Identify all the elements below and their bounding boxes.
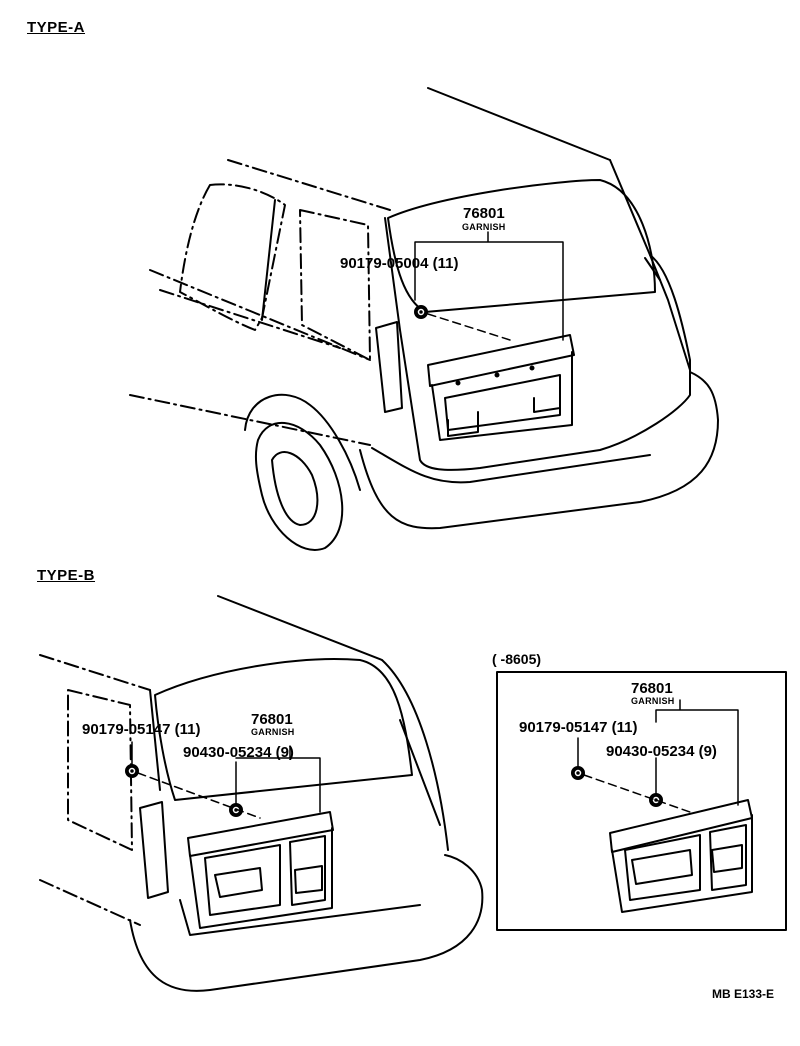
type-b-vehicle-drawing — [39, 595, 484, 992]
type-b-heading: TYPE-B — [37, 567, 96, 584]
type-b-nut-part-number: 90179-05147 (11) — [82, 721, 201, 738]
diagram-code: MB E133-E — [712, 987, 775, 1001]
inset-production-range: ( -8605) — [492, 651, 542, 667]
inset-detail-drawing — [496, 671, 787, 931]
inset-clip-part-number: 90430-05234 (9) — [606, 743, 717, 760]
type-a-heading: TYPE-A — [27, 19, 86, 36]
type-b-garnish-part-number: 76801 — [251, 711, 293, 728]
type-b-clip-part-number: 90430-05234 (9) — [183, 744, 294, 761]
inset-garnish-name: GARNISH — [631, 696, 675, 706]
type-b-garnish-name: GARNISH — [251, 727, 295, 737]
inset-nut-part-number: 90179-05147 (11) — [519, 719, 638, 736]
type-a-garnish-name: GARNISH — [462, 222, 506, 232]
type-a-clip-part-number: 90179-05004 (11) — [340, 255, 459, 272]
type-a-garnish-part-number: 76801 — [463, 205, 505, 222]
inset-garnish-part-number: 76801 — [631, 680, 673, 697]
type-a-vehicle-drawing — [129, 87, 719, 551]
